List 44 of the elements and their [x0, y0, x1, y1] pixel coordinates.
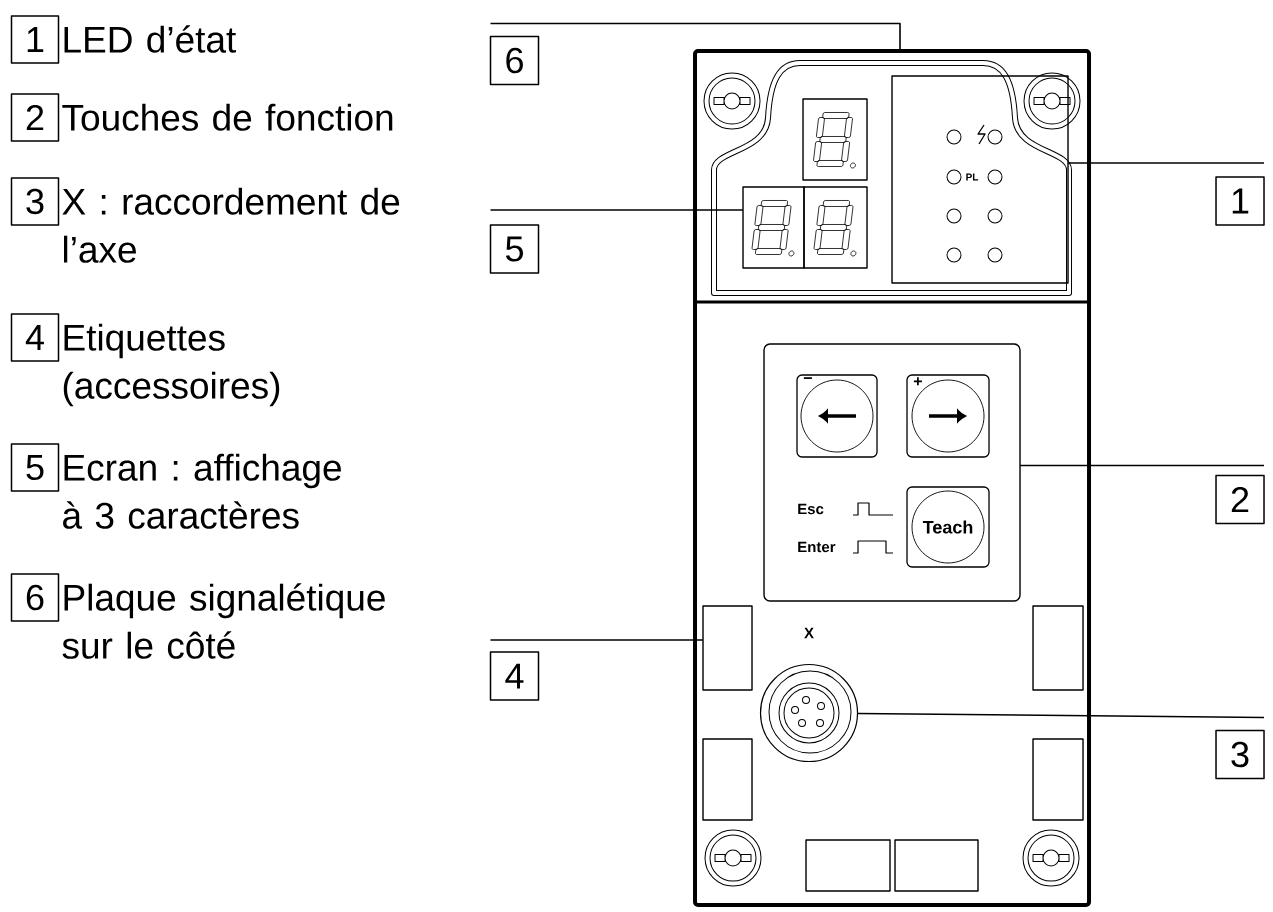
callout-number: 3 — [1215, 729, 1265, 780]
description-text: Etiquettes (accessoires) — [63, 323, 280, 407]
label-slot — [805, 839, 891, 892]
label-slot — [1032, 738, 1084, 821]
keypad-key: + — [906, 374, 990, 458]
key-label: Esc — [798, 503, 824, 515]
display-window — [742, 186, 805, 269]
keypad — [763, 343, 1021, 602]
callout-number: 4 — [489, 651, 540, 701]
description-text: LED d’état — [64, 25, 236, 53]
callout-number: 3 — [10, 177, 60, 226]
description-text: Touches de fonction — [62, 103, 393, 131]
label-slot — [1032, 605, 1084, 691]
callout-number: 1 — [1215, 176, 1265, 226]
connector-socket — [759, 663, 859, 763]
callout-number: 6 — [489, 35, 540, 86]
description-text: Plaque signalétique sur le côté — [62, 583, 385, 659]
label-slot — [702, 738, 753, 821]
callout-number: 5 — [10, 443, 60, 492]
leader-line — [856, 712, 1265, 719]
display-window — [803, 186, 868, 269]
leader-line — [1067, 162, 1265, 164]
port-label: X — [804, 627, 814, 639]
led-label: PL — [966, 173, 979, 181]
led-panel — [891, 75, 1069, 284]
description-text: X : raccordement de l’axe — [62, 187, 400, 263]
callout-number: 2 — [10, 93, 60, 142]
leader-line — [489, 209, 744, 211]
key-label: Enter — [798, 541, 836, 553]
callout-number: 5 — [489, 224, 540, 274]
leader-line — [489, 639, 704, 641]
label-slot — [894, 839, 979, 892]
keypad-key: Teach — [906, 486, 990, 568]
label-slot — [702, 605, 753, 691]
leader-line — [1019, 464, 1265, 467]
device-housing — [693, 49, 1091, 907]
callout-number: 4 — [10, 313, 60, 362]
keypad-key: − — [796, 374, 878, 458]
description-text: Ecran : affichage à 3 caractères — [63, 453, 341, 529]
display-window — [802, 98, 868, 181]
callout-number: 1 — [10, 15, 60, 64]
callout-number: 2 — [1215, 474, 1265, 525]
callout-number: 6 — [10, 573, 60, 622]
leader-line — [489, 22, 901, 52]
